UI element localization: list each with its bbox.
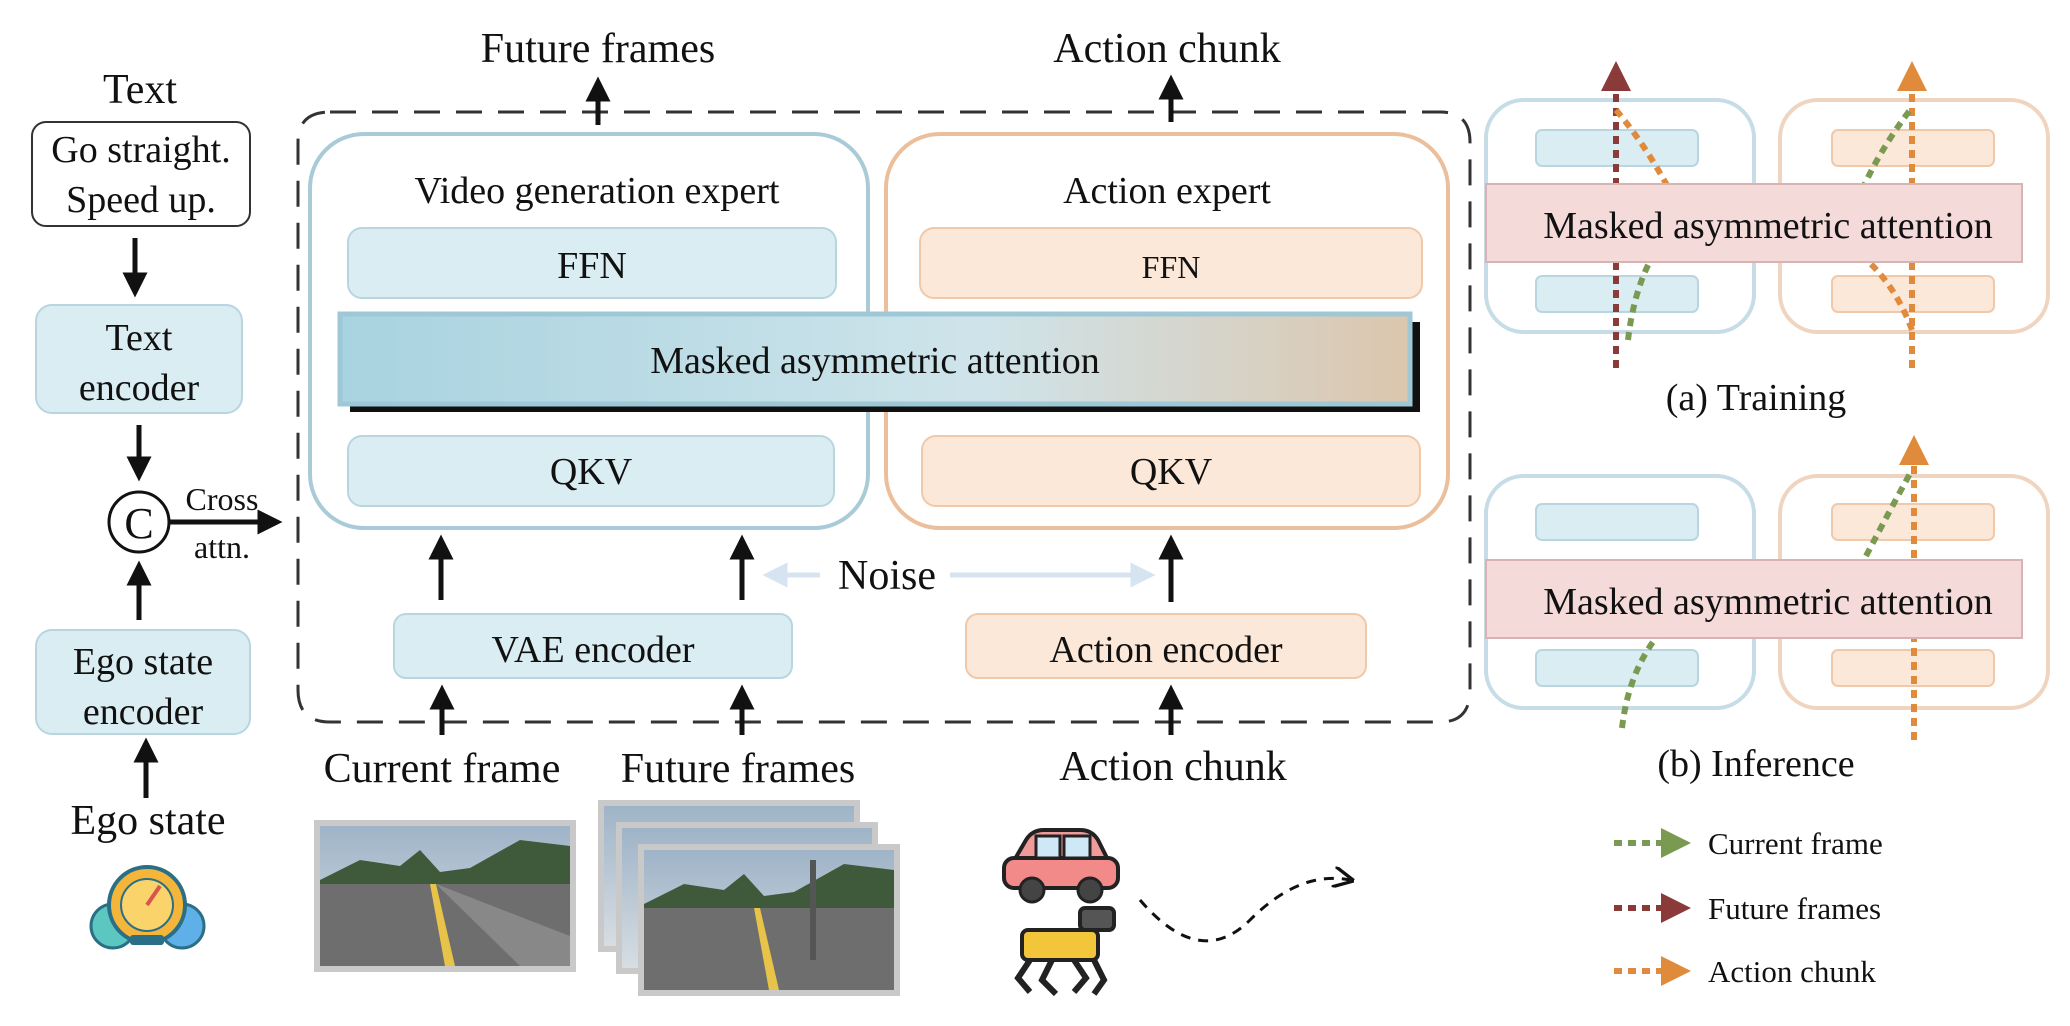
output-future-frames: Future frames [481, 26, 715, 72]
action-ffn-block [919, 227, 1423, 299]
action-ffn-label: FFN [1142, 249, 1201, 285]
legend-current-frame-label: Current frame [1708, 826, 1883, 861]
trajectory-curve [1138, 878, 1350, 943]
video-ffn-block [347, 227, 837, 299]
ego-state-encoder-box [35, 629, 251, 735]
training-action-top-block [1831, 129, 1995, 167]
shared-attention-bar [337, 311, 1413, 407]
action-encoder-label: Action encoder [1049, 629, 1283, 671]
inference-attention-bar [1485, 559, 2023, 639]
concat-node [107, 490, 171, 554]
legend-action-chunk-label: Action chunk [1708, 954, 1876, 989]
action-qkv-label: QKV [1130, 451, 1213, 493]
training-attention-bar [1485, 183, 2023, 263]
cross-attn-line1: Cross [186, 481, 259, 517]
action-qkv-block [921, 435, 1421, 507]
inference-video-top-block [1535, 503, 1699, 541]
action-expert-title: Action expert [1063, 170, 1271, 212]
vae-encoder-label: VAE encoder [492, 629, 695, 671]
action-encoder-block [965, 613, 1367, 679]
robot-dog-icon [1014, 906, 1116, 997]
label-future-frames: Future frames [621, 746, 855, 792]
video-expert-title: Video generation expert [415, 170, 780, 212]
cross-attn-line2: attn. [194, 529, 250, 565]
ego-state-label: Ego state [70, 798, 225, 844]
current-frame-image [314, 820, 576, 972]
text-prompt-line2: Speed up. [66, 179, 216, 221]
inference-current-frame-curve [1619, 617, 1675, 729]
noise-label: Noise [838, 553, 936, 599]
legend-future-frames-label: Future frames [1708, 891, 1881, 926]
inference-attention-label: Masked asymmetric attention [1543, 581, 1993, 623]
training-green-to-action-curve [1859, 108, 1913, 192]
future-frames-image-stack [598, 800, 900, 996]
video-qkv-label: QKV [550, 451, 633, 493]
vae-encoder-block [393, 613, 793, 679]
ego-encoder-line1: Ego state [73, 641, 213, 683]
output-action-chunk: Action chunk [1053, 26, 1280, 72]
training-attention-label: Masked asymmetric attention [1543, 205, 1993, 247]
shared-attention-label: Masked asymmetric attention [650, 340, 1100, 382]
main-dashed-container [296, 110, 1472, 724]
training-video-top-block [1535, 129, 1699, 167]
inference-green-to-action-curve [1863, 468, 1915, 558]
label-action-chunk: Action chunk [1059, 744, 1286, 790]
training-caption: (a) Training [1666, 377, 1847, 419]
label-current-frame: Current frame [324, 746, 561, 792]
speedometer-icon [89, 865, 206, 950]
inference-caption: (b) Inference [1657, 743, 1854, 785]
ego-encoder-line2: encoder [83, 691, 204, 733]
inference-video-bottom-block [1535, 649, 1699, 687]
text-prompt-box [31, 121, 251, 227]
text-encoder-box [35, 304, 243, 414]
text-input-title: Text [103, 67, 177, 113]
text-encoder-line1: Text [106, 317, 173, 359]
text-prompt-line1: Go straight. [51, 129, 230, 171]
video-ffn-label: FFN [557, 245, 627, 287]
text-encoder-line2: encoder [79, 367, 200, 409]
legend: Current frame Future frames Action chunk [1614, 826, 1883, 989]
video-qkv-block [347, 435, 835, 507]
concat-symbol: C [124, 499, 153, 548]
car-icon [1002, 828, 1120, 904]
